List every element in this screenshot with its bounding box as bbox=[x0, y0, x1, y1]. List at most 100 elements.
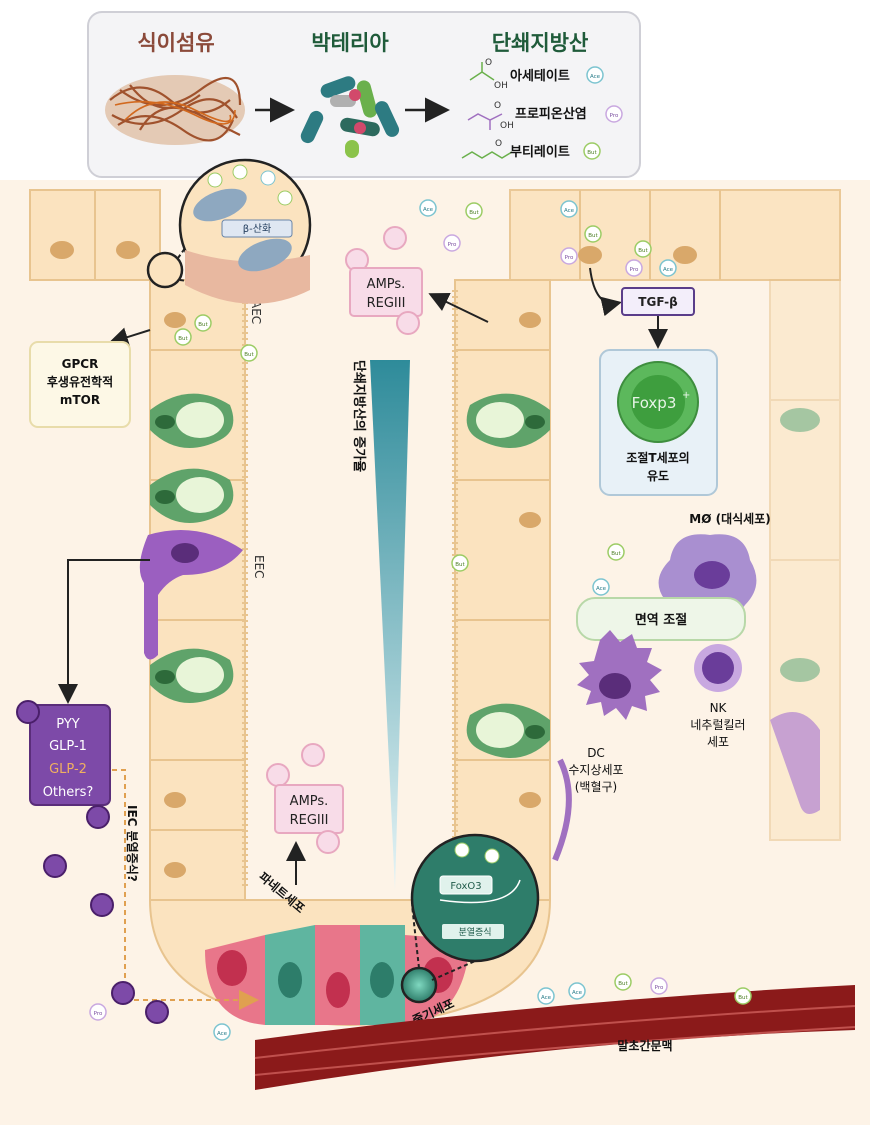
arrow-glp2-iec bbox=[112, 769, 259, 1010]
svg-text:Ace: Ace bbox=[596, 586, 607, 592]
svg-text:O: O bbox=[494, 101, 501, 111]
svg-text:+: + bbox=[682, 390, 690, 401]
foxo3-label: FoxO3 bbox=[450, 881, 481, 892]
surface-epithelium-left bbox=[29, 189, 161, 281]
nk-cell bbox=[694, 644, 742, 692]
svg-text:Pro: Pro bbox=[94, 1011, 103, 1017]
svg-text:But: But bbox=[198, 322, 208, 328]
stem-cell-inset bbox=[400, 833, 540, 1004]
arrow-to-tgf bbox=[589, 267, 622, 317]
scfa-gradient-wedge bbox=[370, 360, 410, 890]
dc-dendrite bbox=[552, 758, 572, 862]
svg-text:Foxp3: Foxp3 bbox=[632, 394, 677, 412]
svg-text:O: O bbox=[495, 139, 502, 149]
fiber-label: 식이섬유 bbox=[137, 31, 214, 55]
arrow-to-gpcr bbox=[108, 327, 151, 347]
svg-text:AMPs.: AMPs. bbox=[290, 794, 329, 809]
svg-text:후생유전학적: 후생유전학적 bbox=[47, 374, 113, 389]
butyrate-label: 부티레이트 bbox=[510, 144, 570, 160]
beta-oxidation-label: β-산화 bbox=[243, 223, 271, 235]
hormones-box: PYY GLP-1 GLP-2 Others? bbox=[16, 700, 111, 829]
enteroendocrine-cell bbox=[139, 530, 243, 660]
svg-text:Ace: Ace bbox=[423, 207, 434, 213]
svg-text:TGF-β: TGF-β bbox=[638, 295, 678, 309]
svg-text:GLP-1: GLP-1 bbox=[49, 739, 87, 754]
svg-text:Pro: Pro bbox=[565, 255, 574, 261]
svg-text:REGIII: REGIII bbox=[290, 813, 329, 828]
goblet-cell bbox=[150, 648, 234, 703]
svg-text:OH: OH bbox=[500, 121, 514, 131]
propionate-structure: O OH bbox=[467, 101, 514, 131]
amps-top-box: AMPs. REGIII bbox=[345, 226, 423, 335]
bacteria-icon bbox=[300, 76, 400, 158]
svg-text:GPCR: GPCR bbox=[62, 357, 99, 371]
bacteria-label: 박테리아 bbox=[311, 31, 389, 55]
svg-text:But: But bbox=[178, 336, 188, 342]
svg-text:But: But bbox=[638, 248, 648, 254]
svg-text:But: But bbox=[244, 352, 254, 358]
nk-label-1: NK bbox=[710, 701, 728, 715]
tgf-beta-box: TGF-β bbox=[621, 287, 695, 316]
svg-text:But: But bbox=[587, 150, 597, 156]
svg-text:O: O bbox=[485, 58, 492, 68]
svg-text:But: But bbox=[618, 981, 628, 987]
scfa-label: 단쇄지방산 bbox=[492, 31, 589, 55]
header-panel: 식이섬유 박테리아 단쇄지방산 O OH 아세테이트 bbox=[87, 11, 641, 178]
svg-text:But: But bbox=[738, 995, 748, 1001]
svg-text:PYY: PYY bbox=[56, 717, 79, 732]
svg-text:AMPs.: AMPs. bbox=[367, 277, 406, 292]
amps-bottom-box: AMPs. REGIII bbox=[266, 743, 344, 854]
svg-text:REGIII: REGIII bbox=[367, 296, 406, 311]
svg-text:면역 조절: 면역 조절 bbox=[635, 612, 687, 628]
goblet-cell bbox=[466, 393, 550, 448]
svg-text:OH: OH bbox=[494, 81, 508, 91]
butyrate-badge-icon bbox=[583, 142, 601, 160]
svg-text:Pro: Pro bbox=[610, 113, 619, 119]
svg-text:Ace: Ace bbox=[217, 1031, 228, 1037]
treg-box: Foxp3 + 조절T세포의 유도 bbox=[599, 349, 718, 496]
immune-regulation-box: 면역 조절 bbox=[576, 597, 746, 641]
svg-text:Others?: Others? bbox=[43, 785, 94, 800]
svg-text:But: But bbox=[611, 551, 621, 557]
svg-text:조절T세포의: 조절T세포의 bbox=[626, 450, 689, 465]
dc-label-3: (백혈구) bbox=[575, 780, 617, 794]
capillary bbox=[254, 985, 856, 1090]
capillary-label: 말초간문맥 bbox=[617, 1038, 672, 1053]
acetate-label: 아세테이트 bbox=[510, 68, 570, 84]
aec-label: AEC bbox=[249, 300, 263, 324]
gpcr-box: GPCR 후생유전학적 mTOR bbox=[29, 341, 131, 428]
fiber-icon bbox=[105, 75, 245, 145]
svg-text:But: But bbox=[588, 233, 598, 239]
propionate-badge-icon bbox=[605, 105, 623, 123]
svg-text:Ace: Ace bbox=[564, 208, 575, 214]
propionate-label: 프로피온산염 bbox=[515, 106, 587, 122]
svg-text:Pro: Pro bbox=[630, 267, 639, 273]
svg-text:But: But bbox=[455, 562, 465, 568]
goblet-cell bbox=[466, 703, 550, 758]
svg-text:Pro: Pro bbox=[448, 242, 457, 248]
crypt-wall-left bbox=[149, 279, 248, 901]
acetate-badge-icon bbox=[586, 66, 604, 84]
arrow-to-amps-top bbox=[428, 292, 489, 323]
proliferation-label: 분열증식 bbox=[458, 927, 491, 938]
eec-label: EEC bbox=[252, 555, 266, 579]
gradient-label: 단쇄지방산의 증가율 bbox=[351, 360, 367, 472]
hormone-granules bbox=[43, 854, 169, 1024]
svg-text:GLP-2: GLP-2 bbox=[49, 762, 87, 777]
dc-label-2: 수지상세포 bbox=[568, 763, 623, 777]
butyrate-structure: O bbox=[461, 139, 513, 159]
arrow-eec-hormones bbox=[58, 559, 150, 704]
nk-label-2: 네추럴킬러 bbox=[690, 718, 745, 732]
goblet-cell bbox=[150, 393, 234, 448]
dendritic-cell bbox=[577, 630, 662, 720]
svg-text:Ace: Ace bbox=[572, 990, 583, 996]
svg-text:Ace: Ace bbox=[541, 995, 552, 1001]
acetate-structure: O OH bbox=[469, 58, 508, 91]
nk-label-3: 세포 bbox=[707, 735, 729, 749]
crypt-wall-far-right bbox=[769, 279, 841, 841]
svg-text:mTOR: mTOR bbox=[60, 393, 100, 407]
mitochondria-inset bbox=[146, 158, 312, 304]
iec-label: IEC 분열증식? bbox=[125, 805, 140, 882]
svg-text:But: But bbox=[469, 210, 479, 216]
